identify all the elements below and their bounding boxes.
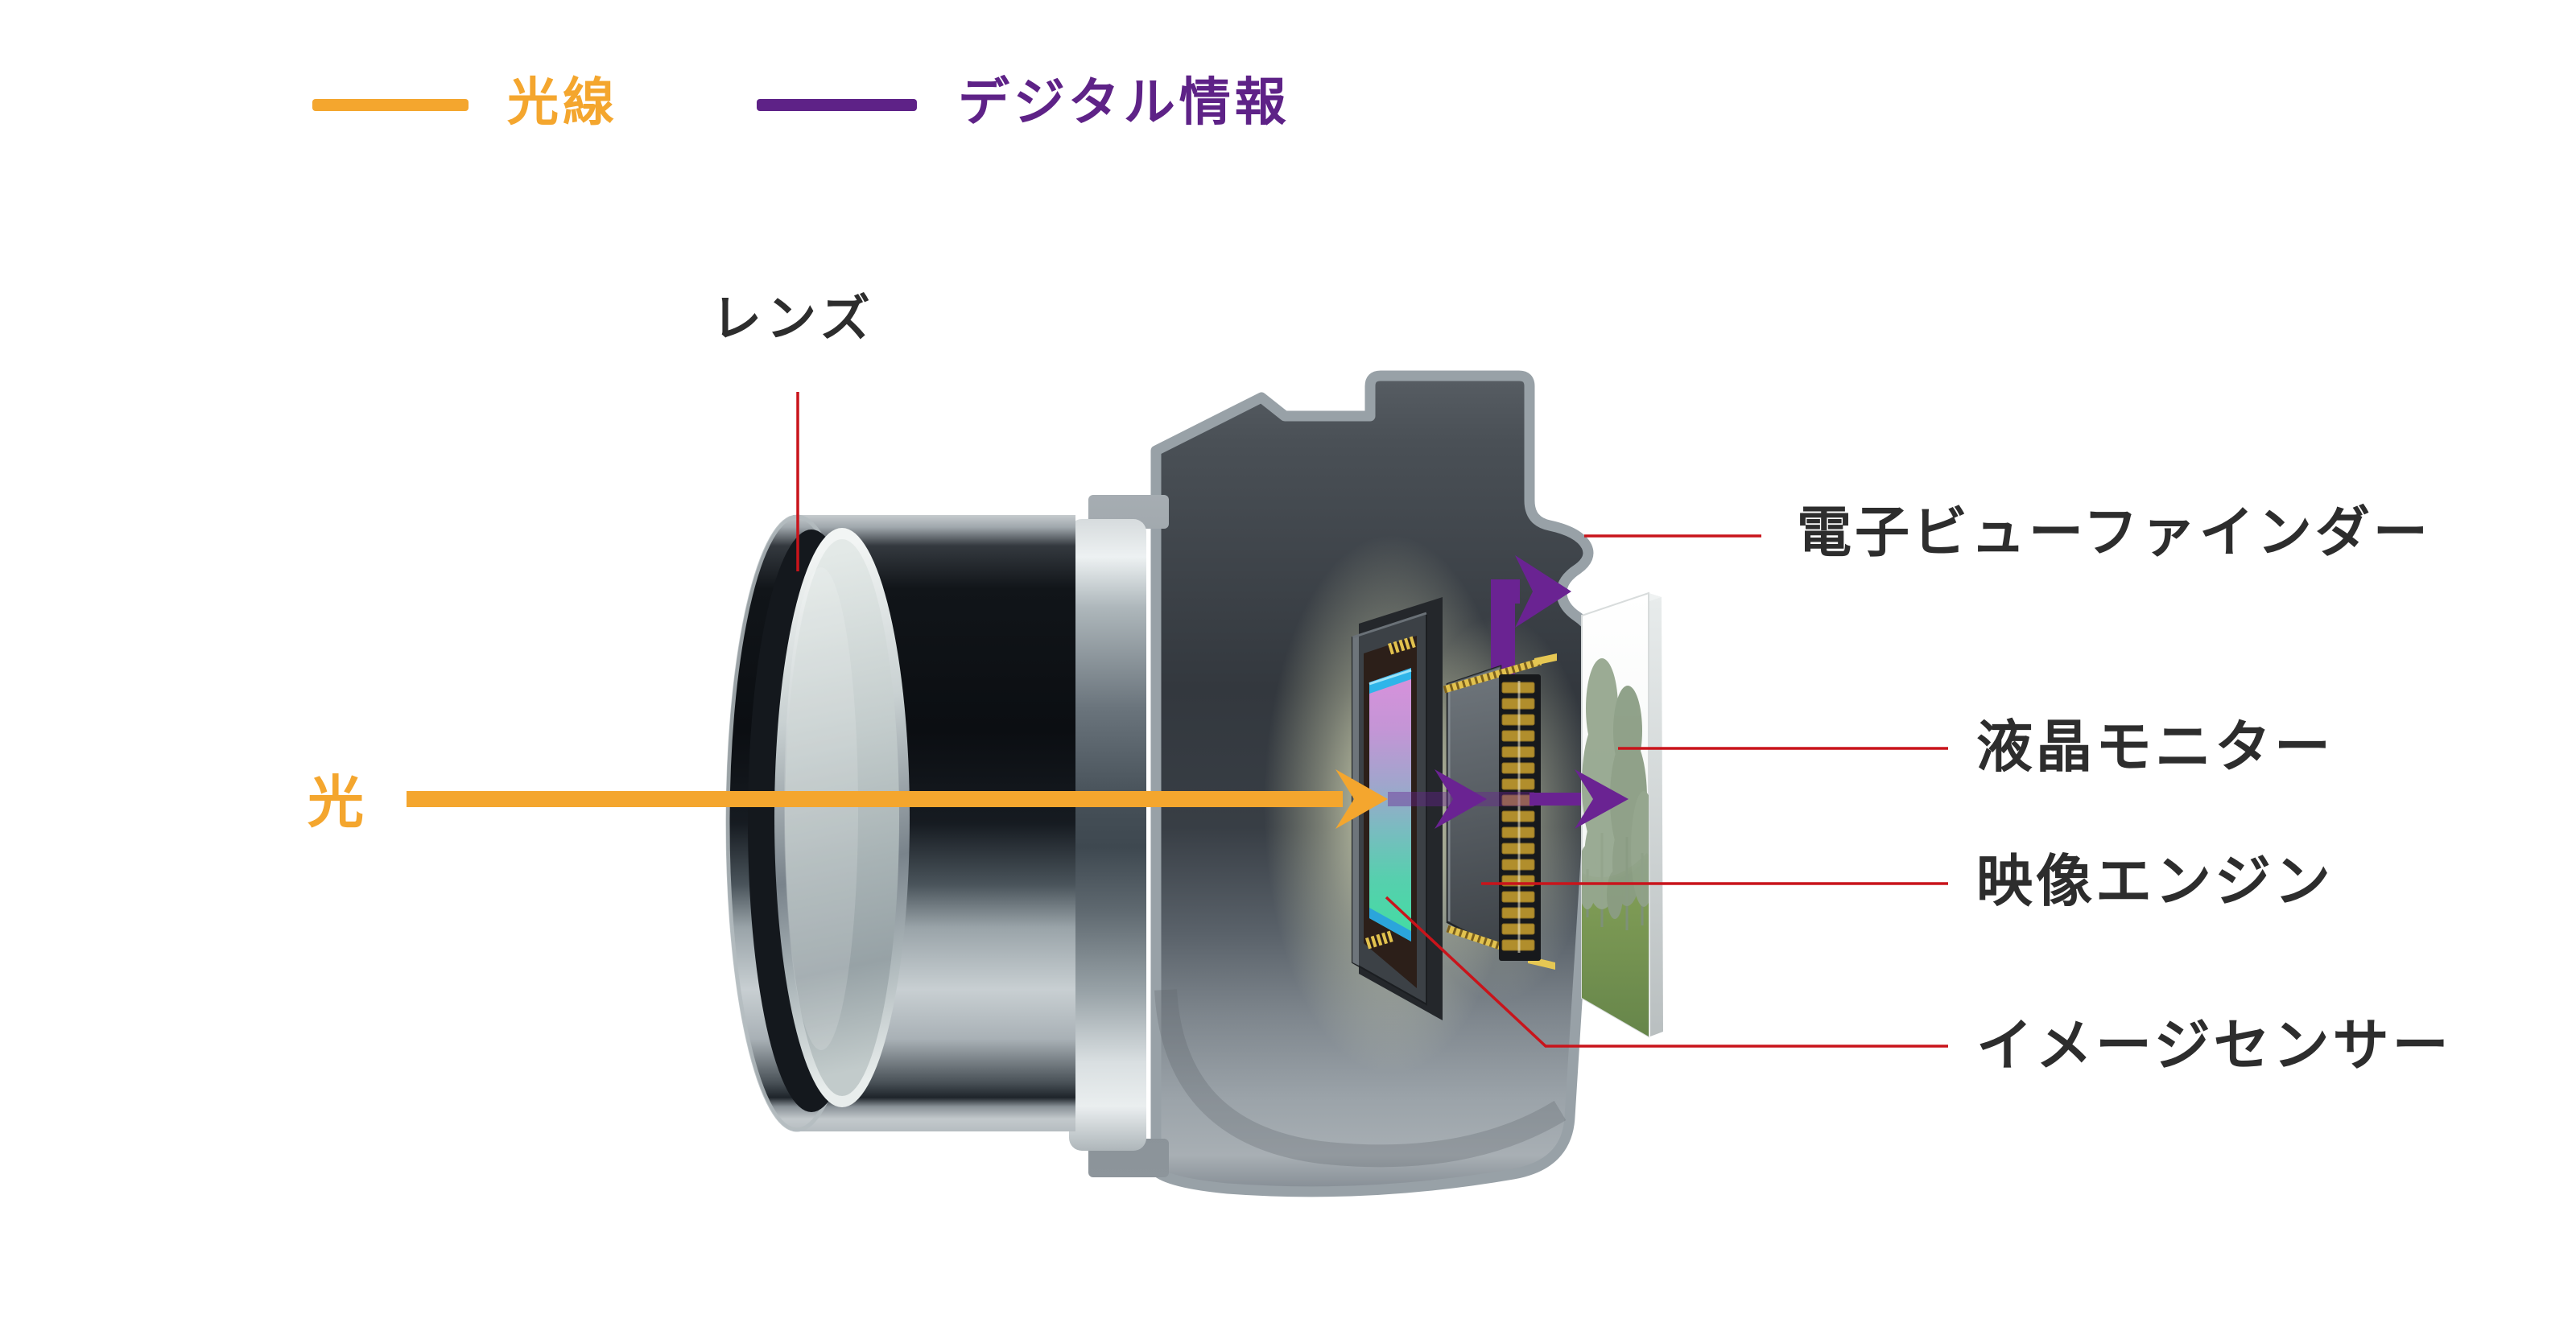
label-lens: レンズ: [712, 291, 875, 347]
leader-line-image-sensor: [1385, 896, 1948, 1048]
label-electronic-viewfinder: 電子ビューファインダー: [1797, 502, 2431, 563]
lens-mount-ring: [1069, 519, 1146, 1151]
sensor-gold-contacts-top: [1388, 636, 1416, 655]
light-beam-arrowhead: [1335, 769, 1388, 829]
label-image-engine: 映像エンジン: [1976, 850, 2334, 913]
digital-arrowhead-sensor-to-engine: [1435, 769, 1487, 829]
light-beam: [407, 791, 1343, 807]
digital-arrowhead-engine-to-monitor: [1575, 769, 1629, 829]
digital-beam-engine-to-monitor: [1530, 793, 1581, 806]
camera-body-inner-lip: [1154, 989, 1567, 1168]
legend-digital-info-swatch: [757, 99, 917, 111]
engine-pin-rail-top-foot: [1534, 653, 1557, 666]
evf-arrow: [1491, 555, 1571, 678]
lcd-monitor-panel: [1581, 591, 1663, 1038]
sensor-frame-top-highlight: [1352, 612, 1427, 639]
digital-path: [1388, 769, 1629, 829]
label-lcd-monitor: 液晶モニター: [1976, 715, 2334, 778]
evf-arrow-head: [1515, 555, 1571, 628]
label-light: 光: [308, 771, 367, 834]
sensor-active-area: [1369, 668, 1411, 942]
sensor-blue-strip-bottom: [1369, 908, 1411, 942]
label-image-sensor: イメージセンサー: [1976, 1014, 2452, 1077]
engine-pins: [1499, 674, 1541, 961]
leader-lines: [796, 392, 1948, 1048]
lens-glass-highlight: [784, 567, 858, 1050]
sensor-blue-strip-top-highlight: [1368, 669, 1412, 686]
legend-light-ray-label: 光線: [507, 73, 618, 131]
engine-pin-rail-top-ticks: [1443, 657, 1542, 694]
monitor-side-edge: [1649, 593, 1663, 1036]
lens-front-glass: [785, 539, 899, 1096]
image-engine-chip: [1443, 653, 1557, 970]
lens: [725, 495, 1169, 1177]
light-path: [407, 769, 1388, 829]
legend-digital-info-label: デジタル情報: [958, 73, 1290, 131]
legend-light-ray-swatch: [312, 99, 469, 111]
sensor-gold-contacts-bottom: [1365, 930, 1393, 950]
evf-arrow-stem: [1491, 579, 1520, 678]
